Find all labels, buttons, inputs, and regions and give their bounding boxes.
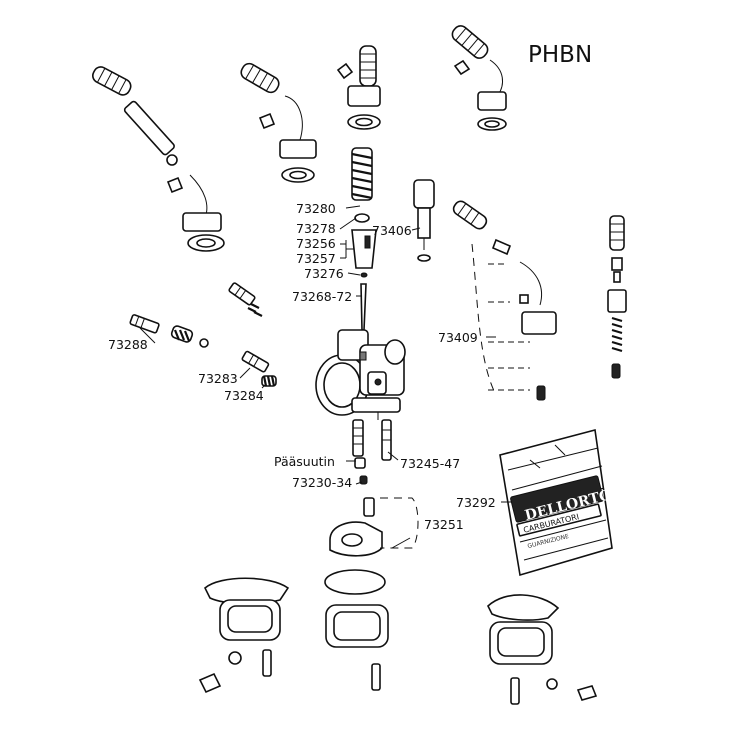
label-73284: 73284 <box>224 388 264 403</box>
label-73288: 73288 <box>108 337 148 352</box>
cable-assembly-3 <box>336 45 381 130</box>
label-73292: 73292 <box>456 495 496 510</box>
cable-set-73409 <box>452 200 557 401</box>
cable-fitting-right <box>607 215 627 379</box>
label-73280: 73280 <box>296 201 336 216</box>
float-bowl-2 <box>324 569 389 691</box>
float-parts <box>329 497 411 557</box>
label-73268-72: 73268-72 <box>292 289 352 304</box>
cable-assembly-1 <box>92 66 225 252</box>
label-73256: 73256 <box>296 236 336 251</box>
label-73276: 73276 <box>304 266 344 281</box>
label-73406: 73406 <box>372 223 412 238</box>
leader-lines <box>139 205 512 503</box>
label-73245-47: 73245-47 <box>400 456 460 471</box>
label-73278: 73278 <box>296 221 336 236</box>
adjust-screws <box>129 282 277 387</box>
label-73251: 73251 <box>424 517 464 532</box>
slide-stack <box>345 147 435 331</box>
cable-assembly-2 <box>240 62 317 183</box>
carburetor-body <box>315 329 406 420</box>
label-paasuutin: Pääsuutin <box>274 454 335 469</box>
label-73230-34: 73230-34 <box>292 475 352 490</box>
cable-assembly-4 <box>451 25 507 131</box>
float-bowl-1 <box>198 577 290 694</box>
label-73409: 73409 <box>438 330 478 345</box>
float-bowl-3 <box>487 594 598 705</box>
label-73257: 73257 <box>296 251 336 266</box>
label-73283: 73283 <box>198 371 238 386</box>
jets <box>352 419 392 485</box>
leader-73251 <box>380 497 419 549</box>
diagram-title: PHBN <box>528 42 592 68</box>
gasket-package <box>499 428 613 577</box>
